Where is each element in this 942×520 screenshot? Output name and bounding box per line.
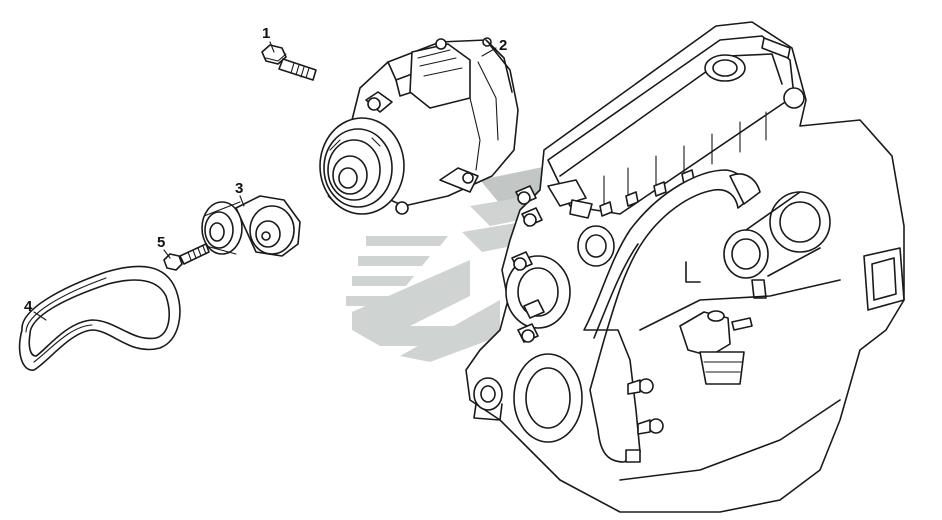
drive-belt-part-4[interactable] [18, 265, 181, 371]
callout-1: 1 [262, 25, 270, 42]
ac-compressor-part-2[interactable] [319, 37, 519, 215]
callout-4: 4 [24, 298, 33, 315]
bolt-part-5[interactable] [163, 243, 210, 271]
belt-tensioner-part-3[interactable] [201, 195, 301, 257]
callout-5: 5 [157, 234, 165, 251]
callout-2: 2 [499, 37, 507, 54]
engine-block [465, 21, 905, 513]
bolt-part-1[interactable] [261, 44, 317, 81]
callout-3: 3 [235, 180, 243, 197]
callout-labels: 1 2 3 4 5 [24, 25, 507, 321]
